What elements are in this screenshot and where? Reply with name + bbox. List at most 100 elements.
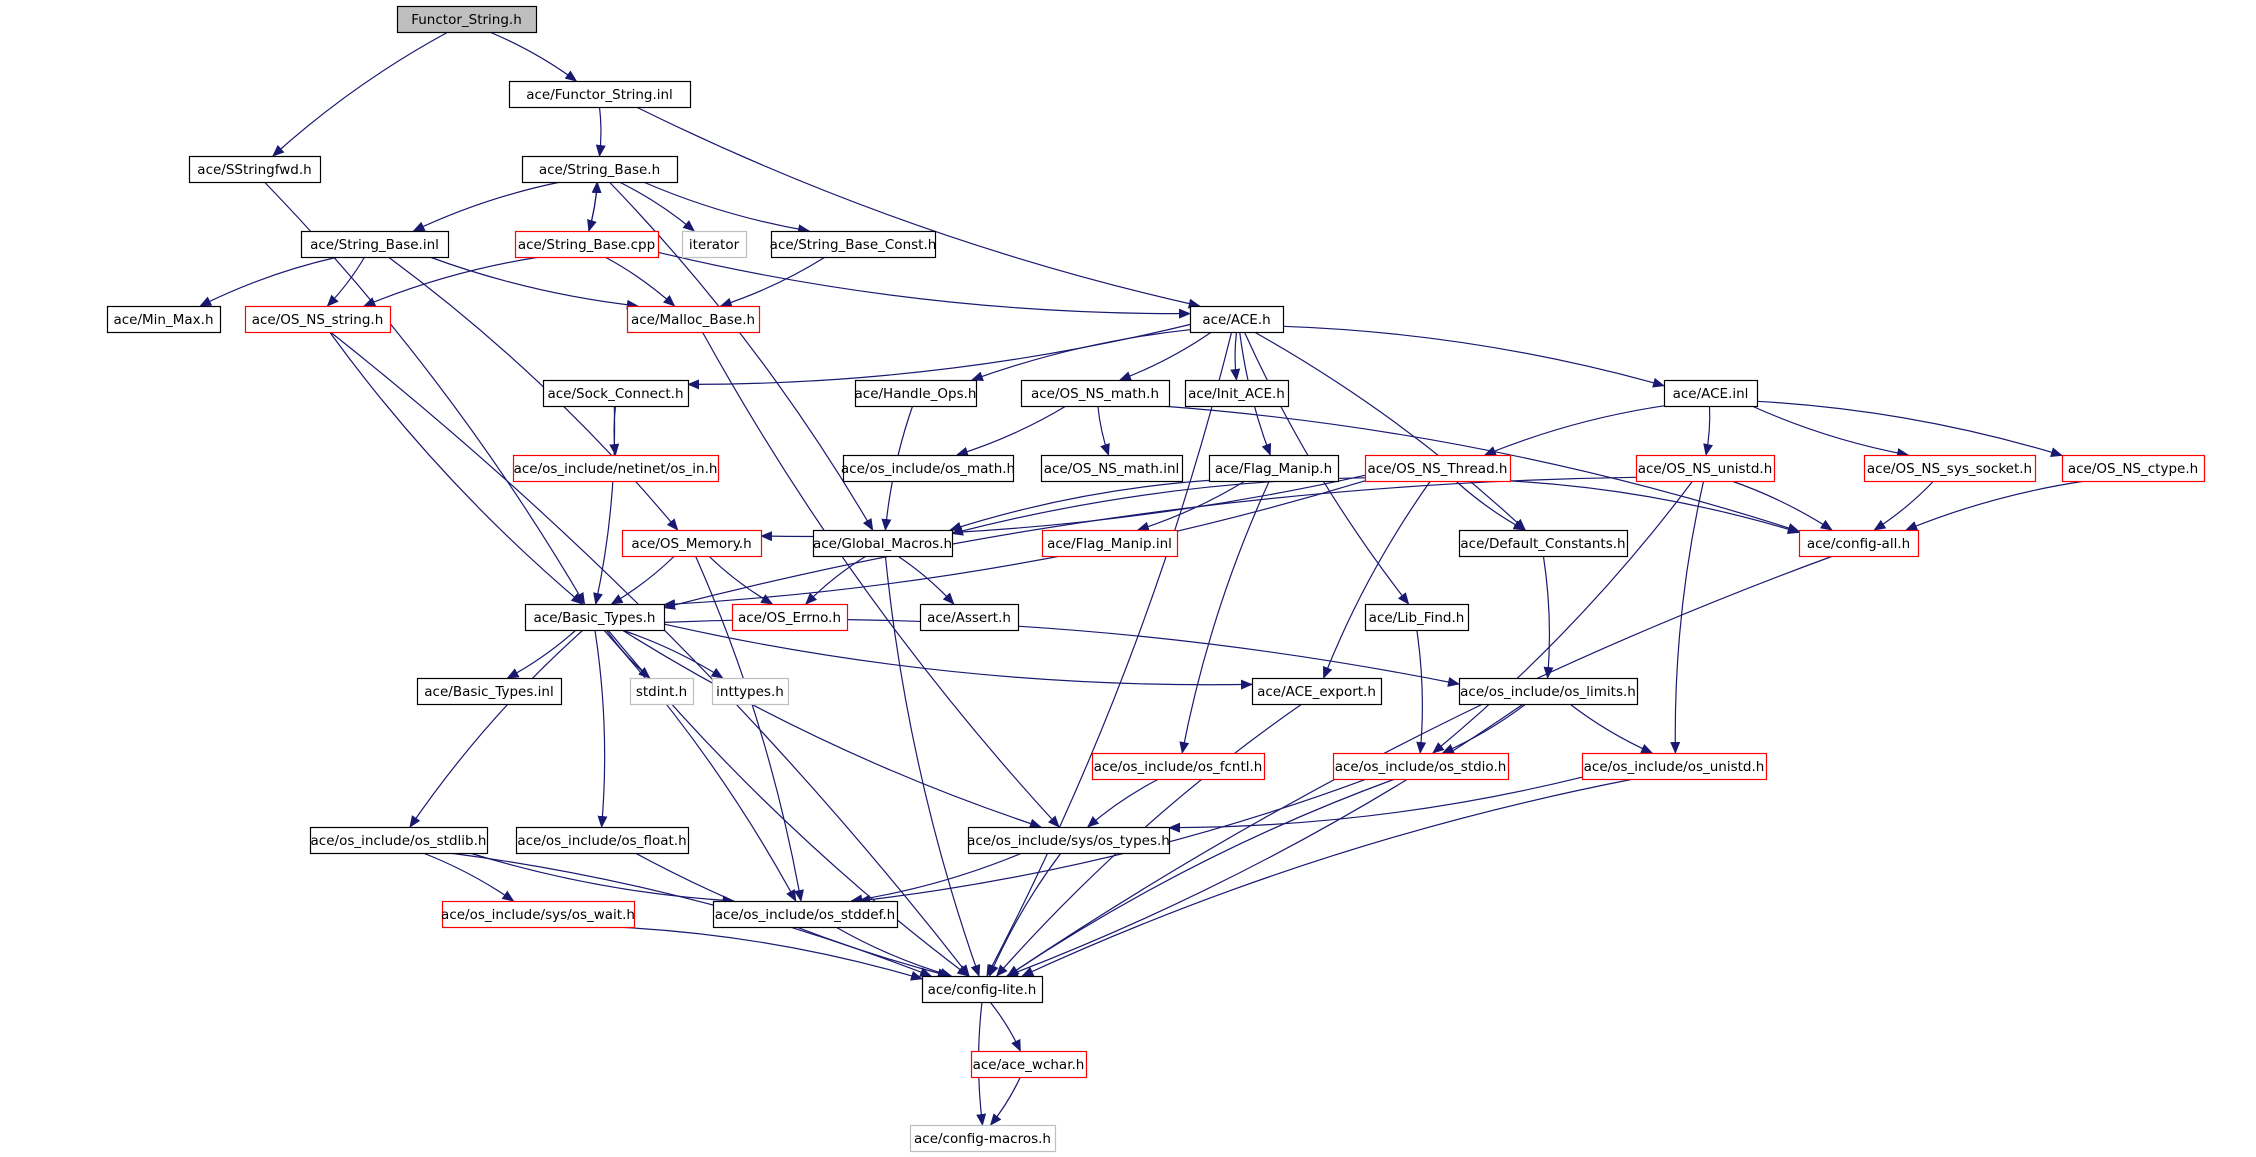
node-label: stdint.h — [636, 684, 687, 700]
node-string_base_const[interactable]: ace/String_Base_Const.h — [770, 230, 937, 259]
node-os_stddef[interactable]: ace/os_include/os_stddef.h — [712, 900, 899, 929]
edge-os_memory-to-os_errno — [708, 555, 774, 605]
node-label: ace/Functor_String.inl — [526, 87, 673, 103]
node-config_all[interactable]: ace/config-all.h — [1798, 529, 1920, 558]
node-config_lite[interactable]: ace/config-lite.h — [921, 975, 1044, 1004]
node-label: ace/Global_Macros.h — [813, 536, 952, 552]
node-os_limits[interactable]: ace/os_include/os_limits.h — [1458, 677, 1639, 706]
node-os_stdio[interactable]: ace/os_include/os_stdio.h — [1332, 752, 1510, 781]
edge-string_base_h-to-iterator — [619, 181, 695, 232]
node-sstringfwd[interactable]: ace/SStringfwd.h — [188, 155, 322, 184]
edge-os_stdio-to-os_stddef — [858, 778, 1367, 905]
edge-flag_manip-to-global_macros — [949, 479, 1210, 532]
node-functor_string_inl[interactable]: ace/Functor_String.inl — [508, 80, 692, 109]
node-ace_wchar[interactable]: ace/ace_wchar.h — [970, 1050, 1088, 1079]
edge-sys_os_wait-to-config_lite — [614, 926, 923, 981]
node-os_unistd[interactable]: ace/os_include/os_unistd.h — [1581, 752, 1768, 781]
node-init_ace[interactable]: ace/Init_ACE.h — [1184, 379, 1290, 408]
node-box — [1635, 454, 1776, 483]
edge-flag_manip-to-flag_manip_inl — [1136, 480, 1246, 532]
node-box — [416, 677, 563, 706]
edge-malloc_base-to-sys_os_types — [701, 331, 1060, 828]
node-box — [919, 603, 1020, 632]
edge-os_ns_thread-to-default_constants — [1455, 480, 1526, 531]
node-sock_connect[interactable]: ace/Sock_Connect.h — [542, 379, 690, 408]
node-functor_string_h[interactable]: Functor_String.h — [396, 5, 538, 34]
edge-os_memory-to-basic_types — [610, 555, 675, 605]
edge-string_base_const-to-malloc_base — [719, 256, 826, 308]
node-label: ace/OS_NS_math.h — [1031, 386, 1159, 402]
node-box — [711, 677, 790, 706]
node-sys_os_wait[interactable]: ace/os_include/sys/os_wait.h — [441, 900, 636, 929]
node-string_base_cpp[interactable]: ace/String_Base.cpp — [514, 230, 660, 259]
node-os_ns_math[interactable]: ace/OS_NS_math.h — [1020, 379, 1171, 408]
node-label: ace/Basic_Types.h — [534, 610, 656, 626]
node-config_macros[interactable]: ace/config-macros.h — [909, 1124, 1057, 1153]
node-ace_h[interactable]: ace/ACE.h — [1189, 305, 1285, 334]
edge-os_fcntl-to-sys_os_types — [1086, 778, 1160, 828]
node-box — [441, 900, 636, 929]
node-assert_h[interactable]: ace/Assert.h — [919, 603, 1020, 632]
node-lib_find[interactable]: ace/Lib_Find.h — [1364, 603, 1470, 632]
node-label: ace/ACE.h — [1202, 312, 1270, 328]
node-box — [1332, 752, 1510, 781]
node-os_stdlib[interactable]: ace/os_include/os_stdlib.h — [309, 826, 489, 855]
node-os_ns_sys_socket[interactable]: ace/OS_NS_sys_socket.h — [1863, 454, 2037, 483]
node-box — [2061, 454, 2206, 483]
edge-os_ns_math-to-os_math — [955, 405, 1067, 457]
node-string_base_inl[interactable]: ace/String_Base.inl — [300, 230, 450, 259]
node-global_macros[interactable]: ace/Global_Macros.h — [812, 529, 954, 558]
edge-ace_wchar-to-config_macros — [989, 1076, 1021, 1126]
node-box — [770, 230, 937, 259]
node-netinet_in[interactable]: ace/os_include/netinet/os_in.h — [512, 454, 720, 483]
edge-basic_types-to-os_stdlib — [409, 629, 584, 828]
edge-os_memory-to-os_stddef — [694, 555, 804, 902]
node-basic_types_inl[interactable]: ace/Basic_Types.inl — [416, 677, 563, 706]
node-os_math[interactable]: ace/os_include/os_math.h — [841, 454, 1015, 483]
node-os_ns_string[interactable]: ace/OS_NS_string.h — [244, 305, 392, 334]
node-ace_export[interactable]: ace/ACE_export.h — [1251, 677, 1383, 706]
node-os_fcntl[interactable]: ace/os_include/os_fcntl.h — [1091, 752, 1266, 781]
node-min_max[interactable]: ace/Min_Max.h — [106, 305, 222, 334]
node-handle_ops[interactable]: ace/Handle_Ops.h — [855, 379, 978, 408]
node-flag_manip_inl[interactable]: ace/Flag_Manip.inl — [1041, 529, 1179, 558]
edge-string_base_h-to-string_base_cpp — [587, 181, 598, 232]
node-label: ace/os_include/sys/os_types.h — [967, 833, 1170, 849]
node-os_ns_unistd[interactable]: ace/OS_NS_unistd.h — [1635, 454, 1776, 483]
node-box — [621, 529, 763, 558]
node-string_base_h[interactable]: ace/String_Base.h — [521, 155, 679, 184]
node-label: ace/OS_NS_sys_socket.h — [1867, 461, 2032, 477]
edge-basic_types-to-os_stddef — [603, 629, 797, 902]
node-label: ace/Lib_Find.h — [1369, 610, 1465, 626]
node-label: ace/ace_wchar.h — [973, 1057, 1085, 1073]
node-label: ace/String_Base.h — [539, 162, 660, 178]
node-os_ns_thread[interactable]: ace/OS_NS_Thread.h — [1364, 454, 1512, 483]
node-stdint[interactable]: stdint.h — [629, 677, 695, 706]
edge-global_macros-to-config_lite — [884, 555, 981, 977]
node-os_memory[interactable]: ace/OS_Memory.h — [621, 529, 763, 558]
node-box — [1020, 379, 1171, 408]
edge-ace_inl-to-os_ns_ctype — [1756, 400, 2063, 457]
node-malloc_base[interactable]: ace/Malloc_Base.h — [626, 305, 761, 334]
node-label: ace/OS_NS_unistd.h — [1638, 461, 1773, 477]
edge-ace_h-to-handle_ops — [970, 329, 1191, 381]
node-sys_os_types[interactable]: ace/os_include/sys/os_types.h — [967, 826, 1171, 855]
edge-string_base_inl-to-min_max — [199, 256, 339, 307]
node-iterator[interactable]: iterator — [681, 230, 748, 259]
node-flag_manip[interactable]: ace/Flag_Manip.h — [1208, 454, 1340, 483]
node-box — [1458, 677, 1639, 706]
node-label: ace/OS_NS_Thread.h — [1368, 461, 1508, 477]
node-inttypes[interactable]: inttypes.h — [711, 677, 790, 706]
node-default_constants[interactable]: ace/Default_Constants.h — [1458, 529, 1629, 558]
node-label: ace/OS_NS_math.inl — [1044, 461, 1180, 477]
node-os_float[interactable]: ace/os_include/os_float.h — [515, 826, 690, 855]
node-ace_inl[interactable]: ace/ACE.inl — [1663, 379, 1759, 408]
node-os_errno[interactable]: ace/OS_Errno.h — [731, 603, 849, 632]
node-os_ns_ctype[interactable]: ace/OS_NS_ctype.h — [2061, 454, 2206, 483]
node-basic_types[interactable]: ace/Basic_Types.h — [524, 603, 666, 632]
node-box — [1863, 454, 2037, 483]
edge-os_ns_thread-to-ace_export — [1323, 480, 1431, 679]
edge-string_base_h-to-string_base_const — [643, 181, 811, 235]
edge-basic_types-to-ace_export — [663, 623, 1253, 690]
node-os_ns_math_inl[interactable]: ace/OS_NS_math.inl — [1040, 454, 1184, 483]
